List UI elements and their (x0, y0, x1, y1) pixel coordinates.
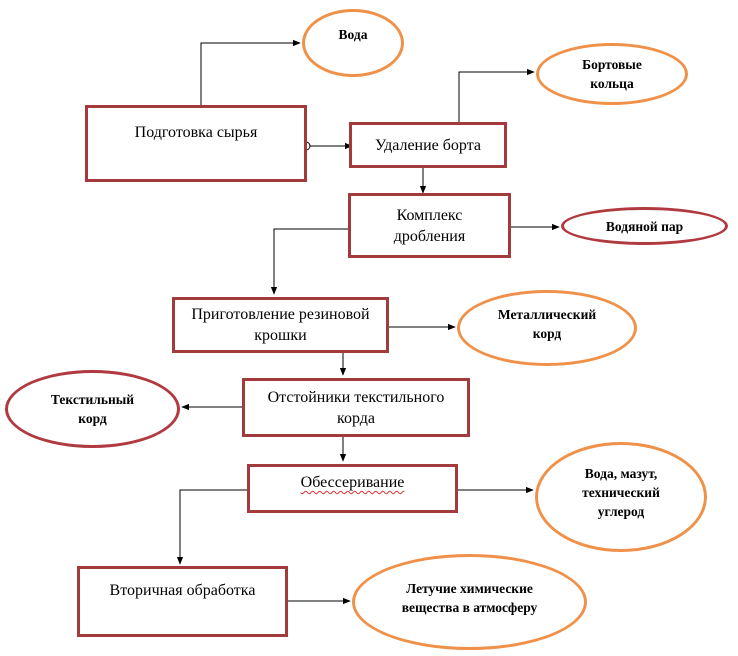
arrow-desulf-to-secondary (176, 489, 248, 565)
output-label: Вода, мазут, технический углерод (582, 465, 660, 519)
output-bead-rings: Бортовые кольца (536, 43, 688, 105)
arrow-bead-removal-to-rings (458, 68, 535, 122)
output-volatile-chemicals: Летучие химические вещества в атмосферу (352, 554, 587, 650)
arrow-raw-to-water (200, 39, 301, 105)
process-raw-material-prep: Подготовка сырья (85, 105, 307, 182)
process-secondary-processing: Вторичная обработка (77, 566, 288, 637)
output-label: Вода (338, 26, 368, 42)
output-label: Текстильный корд (50, 392, 135, 426)
output-label: Летучие химические вещества в атмосферу (401, 581, 538, 615)
output-label: Металлический корд (497, 307, 597, 341)
output-water: Вода (302, 9, 404, 77)
process-crushing-complex: Комплекс дробления (348, 193, 511, 258)
process-label: Отстойники текстильного корда (267, 388, 445, 427)
output-water-vapor: Водяной пар (561, 207, 728, 245)
output-textile-cord: Текстильный корд (5, 370, 180, 448)
process-crumb-preparation: Приготовление резиновой крошки (172, 297, 389, 353)
process-label: Приготовление резиновой крошки (191, 306, 370, 344)
process-label: Обессеривание (300, 474, 405, 491)
process-textile-cord-settlers: Отстойники текстильного корда (242, 378, 470, 437)
arrow-crushing-to-crumb (270, 228, 349, 295)
process-desulfurization: Обессеривание (247, 464, 458, 513)
output-label: Водяной пар (605, 218, 684, 234)
process-label: Подготовка сырья (134, 124, 258, 141)
output-water-fuel-oil-carbon: Вода, мазут, технический углерод (535, 442, 707, 552)
process-label: Вторичная обработка (109, 582, 256, 599)
output-metal-cord: Металлический корд (457, 290, 637, 366)
process-label: Удаление борта (375, 136, 481, 154)
output-label: Бортовые кольца (582, 57, 642, 91)
process-bead-removal: Удаление борта (349, 122, 507, 168)
process-label: Комплекс дробления (393, 206, 466, 245)
